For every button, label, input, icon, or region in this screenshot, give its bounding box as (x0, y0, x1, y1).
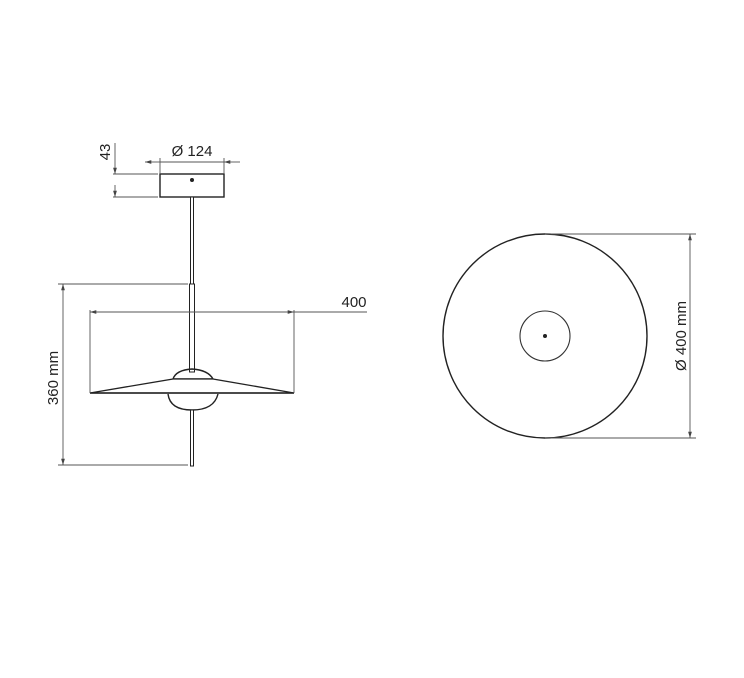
shade-width-label: 400 (341, 294, 366, 311)
total-height-dimension (58, 283, 188, 466)
top-diameter-label: Ø 400 mm (673, 301, 690, 371)
lower-globe (167, 393, 219, 411)
canopy-height-dimension (113, 143, 158, 198)
canopy-diameter-label: Ø 124 (172, 143, 213, 160)
suspension-rod (190, 196, 194, 285)
canopy (159, 173, 225, 198)
center-point (543, 334, 547, 338)
rod-sleeve (189, 283, 195, 373)
canopy-screw (190, 178, 194, 182)
top-diameter-dimension (545, 233, 696, 439)
globe-outline (519, 310, 571, 362)
lower-rod (190, 409, 194, 467)
canopy-height-label: 43 (97, 144, 114, 161)
shade-width-dimension (89, 310, 367, 393)
side-view: Ø 124 43 400 (45, 143, 367, 467)
canopy-diameter-dimension (145, 158, 240, 174)
total-height-label: 360 mm (45, 351, 62, 405)
lamp-shade (89, 378, 295, 394)
top-view: Ø 400 mm (442, 233, 696, 439)
upper-dome (172, 368, 215, 380)
